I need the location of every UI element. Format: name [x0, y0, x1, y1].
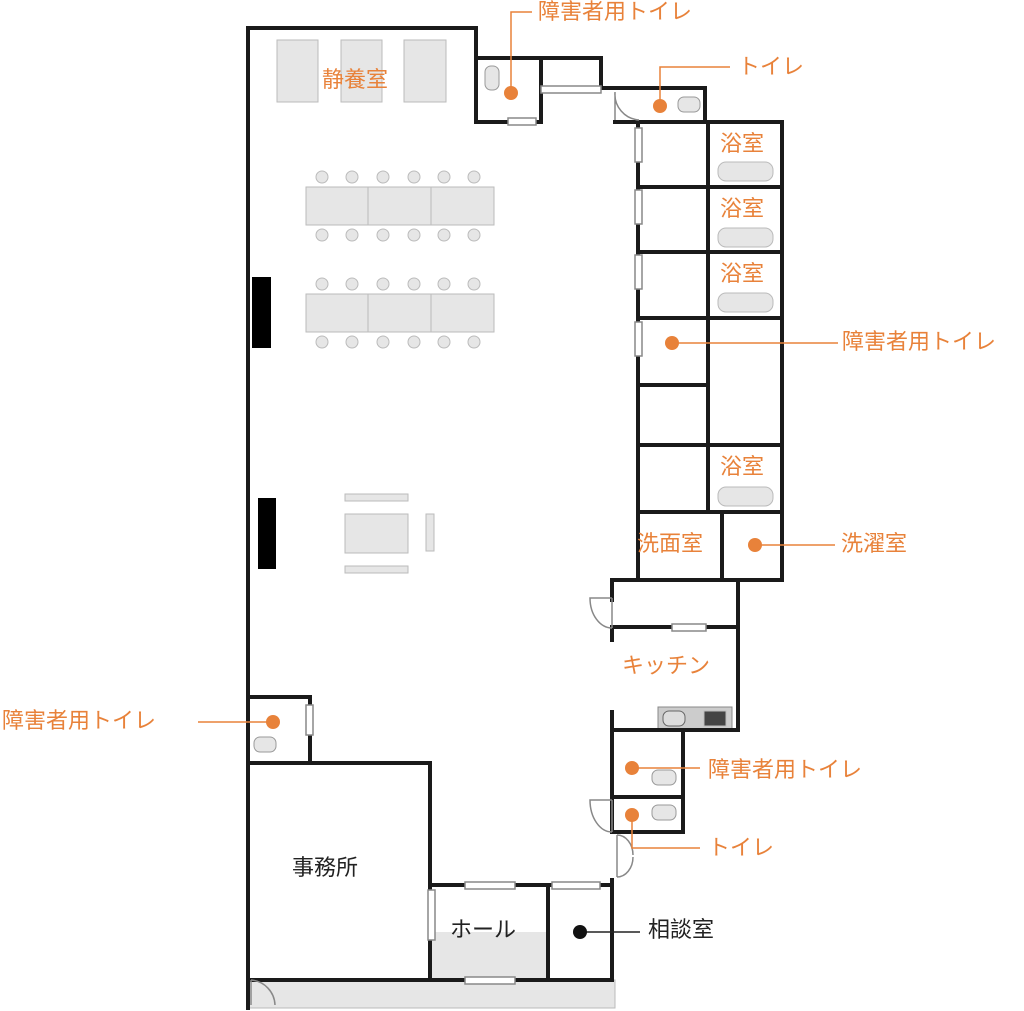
- chair: [315, 335, 329, 349]
- leader-lines: [198, 11, 838, 849]
- chair: [467, 228, 481, 242]
- room-label-hall: ホール: [450, 918, 517, 943]
- chair: [407, 277, 421, 291]
- room-label-rest: 静養室: [322, 68, 389, 93]
- chair: [345, 335, 359, 349]
- hall-floor: [432, 932, 548, 980]
- callout-lower-accessible-toilet: 障害者用トイレ: [708, 758, 863, 783]
- bed: [403, 39, 447, 103]
- bed: [340, 39, 383, 103]
- chair: [376, 170, 390, 184]
- table: [367, 293, 432, 333]
- doors: [250, 91, 640, 1006]
- callout-top-accessible-toilet: 障害者用トイレ: [538, 0, 693, 25]
- room-label-bath: 浴室: [720, 455, 765, 480]
- bed: [276, 39, 319, 103]
- chair: [437, 335, 451, 349]
- sofa: [344, 493, 409, 502]
- black-panel: [258, 498, 276, 569]
- room-label-washroom: 洗面室: [637, 532, 704, 557]
- room-label-kitchen: キッチン: [622, 654, 711, 679]
- chair: [467, 277, 481, 291]
- windows: [305, 85, 707, 985]
- chair: [376, 277, 390, 291]
- sofa: [344, 565, 409, 574]
- chair: [467, 335, 481, 349]
- chair: [407, 228, 421, 242]
- chair: [407, 170, 421, 184]
- callout-laundry: 洗濯室: [841, 532, 908, 557]
- table: [305, 293, 369, 333]
- coffee-table: [344, 513, 409, 554]
- callout-lower-toilet: トイレ: [708, 836, 775, 861]
- callout-right-accessible-toilet: 障害者用トイレ: [842, 330, 997, 355]
- chair: [437, 170, 451, 184]
- room-label-bath: 浴室: [720, 132, 765, 157]
- sink: [662, 710, 686, 727]
- furniture: [247, 39, 774, 1009]
- bathtub: [717, 161, 774, 182]
- chair: [407, 335, 421, 349]
- chair: [376, 335, 390, 349]
- callout-consultation: 相談室: [648, 918, 715, 943]
- chair: [437, 277, 451, 291]
- black-panel: [252, 277, 271, 348]
- stove: [703, 710, 727, 727]
- room-label-office: 事務所: [292, 856, 359, 881]
- chair: [437, 228, 451, 242]
- chair: [315, 228, 329, 242]
- callout-markers: [266, 86, 762, 822]
- bathtub: [717, 227, 774, 248]
- bathtub: [717, 292, 774, 313]
- chair: [376, 228, 390, 242]
- consultation-marker: [573, 925, 587, 939]
- chair: [345, 170, 359, 184]
- room-label-bath: 浴室: [720, 197, 765, 222]
- callout-top-toilet: トイレ: [738, 55, 805, 80]
- table: [305, 186, 369, 226]
- entrance-floor: [247, 979, 616, 1009]
- table: [430, 186, 495, 226]
- room-label-bath: 浴室: [720, 262, 765, 287]
- table: [367, 186, 432, 226]
- chair: [345, 228, 359, 242]
- chair: [345, 277, 359, 291]
- table: [430, 293, 495, 333]
- toilets: [253, 65, 701, 821]
- chair: [315, 277, 329, 291]
- bathtub: [717, 486, 774, 507]
- callout-left-accessible-toilet: 障害者用トイレ: [2, 709, 157, 734]
- chair: [425, 513, 435, 552]
- chair: [315, 170, 329, 184]
- chair: [467, 170, 481, 184]
